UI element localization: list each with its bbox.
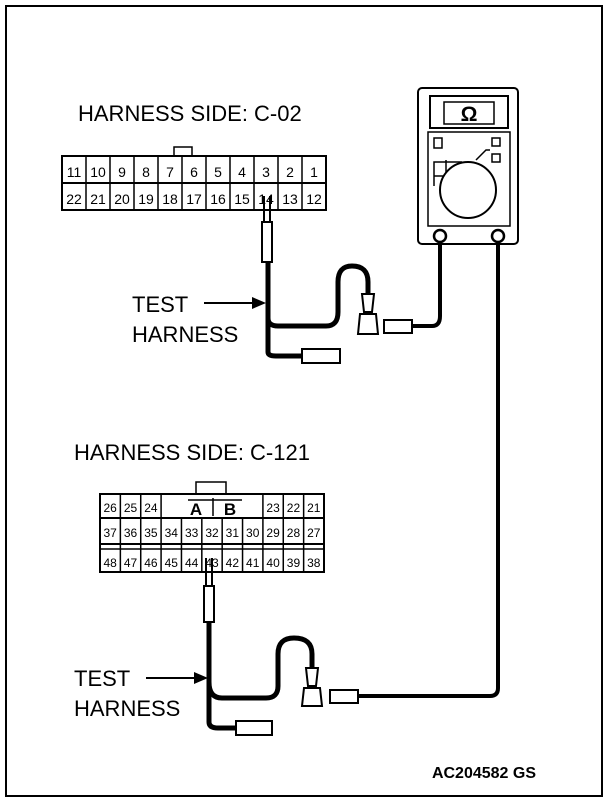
probe-sleeve-2 bbox=[203, 585, 215, 623]
c121-pin-45: 45 bbox=[165, 556, 179, 570]
c121-pin-24: 24 bbox=[144, 501, 158, 515]
c02-pin-9: 9 bbox=[118, 164, 126, 180]
c02-pin-1: 1 bbox=[310, 164, 318, 180]
c121-pin-38: 38 bbox=[307, 556, 321, 570]
c02-pin-19: 19 bbox=[138, 191, 154, 207]
harness-branch-1 bbox=[265, 318, 302, 359]
c02-pin-2: 2 bbox=[286, 164, 294, 180]
probe-pin-2 bbox=[205, 558, 213, 586]
multimeter: Ω bbox=[417, 87, 519, 245]
c02-pin-16: 16 bbox=[210, 191, 226, 207]
multimeter-panel bbox=[427, 131, 511, 227]
c121-pin-27: 27 bbox=[307, 526, 321, 540]
c121-pin-30: 30 bbox=[246, 526, 260, 540]
test-harness-label-2: TEST HARNESS bbox=[74, 666, 208, 721]
range-indicator-3 bbox=[491, 153, 501, 163]
c02-pin-10: 10 bbox=[90, 164, 106, 180]
c121-pin-48: 48 bbox=[104, 556, 118, 570]
c121-pin-35: 35 bbox=[144, 526, 158, 540]
multimeter-jack-left bbox=[432, 228, 448, 244]
harness-branch-2 bbox=[206, 682, 236, 731]
test-harness-label-2-line2: HARNESS bbox=[74, 696, 180, 721]
c121-pin-34: 34 bbox=[165, 526, 179, 540]
meter-lead-2 bbox=[378, 242, 500, 698]
c121-pin-44: 44 bbox=[185, 556, 199, 570]
c02-pin-5: 5 bbox=[214, 164, 222, 180]
test-harness-label-1-line2: HARNESS bbox=[132, 322, 238, 347]
c02-pin-3: 3 bbox=[262, 164, 270, 180]
multimeter-jack-right bbox=[490, 228, 506, 244]
meter-plug-2 bbox=[329, 689, 359, 704]
connector-c121-label: HARNESS SIDE: C-121 bbox=[74, 440, 310, 465]
c121-pin-42: 42 bbox=[226, 556, 240, 570]
range-dial bbox=[439, 161, 497, 219]
c121-pin-40: 40 bbox=[266, 556, 280, 570]
c02-pin-4: 4 bbox=[238, 164, 246, 180]
c02-pin-6: 6 bbox=[190, 164, 198, 180]
c02-pin-21: 21 bbox=[90, 191, 106, 207]
ohm-symbol: Ω bbox=[461, 103, 478, 126]
meter-lead-1 bbox=[412, 238, 442, 328]
c121-pin-31: 31 bbox=[226, 526, 240, 540]
figure-code: AC204582 GS bbox=[432, 765, 536, 782]
harness-end-plug-1 bbox=[301, 348, 341, 364]
c121-pin-22: 22 bbox=[287, 501, 301, 515]
harness-end-plug-2 bbox=[235, 720, 273, 736]
alligator-clip-2 bbox=[300, 667, 324, 707]
test-harness-wire-2 bbox=[203, 558, 378, 736]
cavity-label-b: B bbox=[224, 500, 236, 519]
test-harness-label-2-line1: TEST bbox=[74, 666, 130, 691]
c02-pin-22: 22 bbox=[66, 191, 82, 207]
c121-pin-28: 28 bbox=[287, 526, 301, 540]
c121-pin-26: 26 bbox=[104, 501, 118, 515]
meter-plug-1 bbox=[383, 319, 413, 334]
test-harness-label-1-line1: TEST bbox=[132, 292, 188, 317]
c02-pin-20: 20 bbox=[114, 191, 130, 207]
c121-pin-21: 21 bbox=[307, 501, 321, 515]
connector-c02-label: HARNESS SIDE: C-02 bbox=[78, 101, 302, 126]
harness-cable-1 bbox=[265, 262, 371, 329]
range-indicator-1 bbox=[433, 137, 443, 149]
probe-pin-1 bbox=[263, 196, 271, 222]
range-indicator-2 bbox=[491, 137, 501, 147]
c121-pin-29: 29 bbox=[266, 526, 280, 540]
c02-pin-8: 8 bbox=[142, 164, 150, 180]
test-harness-label-1: TEST HARNESS bbox=[132, 292, 266, 347]
c02-pin-11: 11 bbox=[67, 164, 82, 180]
test-harness-arrowhead-1 bbox=[252, 297, 266, 309]
ohm-symbol-box bbox=[443, 101, 495, 125]
harness-cable-2 bbox=[206, 622, 315, 701]
test-harness-wire-1 bbox=[261, 196, 442, 364]
c02-pin-15: 15 bbox=[234, 191, 250, 207]
alligator-clip-1 bbox=[356, 293, 380, 335]
cavity-label-a: A bbox=[190, 500, 202, 519]
diagram-frame bbox=[5, 5, 603, 797]
c121-pin-47: 47 bbox=[124, 556, 138, 570]
c121-pin-41: 41 bbox=[246, 556, 260, 570]
c02-pin-17: 17 bbox=[186, 191, 202, 207]
c121-pin-39: 39 bbox=[287, 556, 301, 570]
c121-pin-46: 46 bbox=[144, 556, 158, 570]
c121-pin-33: 33 bbox=[185, 526, 199, 540]
c02-pin-12: 12 bbox=[306, 191, 322, 207]
c02-pin-14: 14 bbox=[258, 191, 274, 207]
c02-pin-18: 18 bbox=[162, 191, 178, 207]
c121-pin-23: 23 bbox=[266, 501, 280, 515]
connector-c121-latch bbox=[195, 481, 227, 495]
test-harness-arrowhead-2 bbox=[194, 672, 208, 684]
probe-sleeve-1 bbox=[261, 221, 273, 263]
c121-pin-37: 37 bbox=[104, 526, 118, 540]
c02-pin-13: 13 bbox=[282, 191, 298, 207]
c02-pin-7: 7 bbox=[166, 164, 174, 180]
c121-pin-36: 36 bbox=[124, 526, 138, 540]
c121-pin-25: 25 bbox=[124, 501, 138, 515]
c121-pin-32: 32 bbox=[205, 526, 219, 540]
